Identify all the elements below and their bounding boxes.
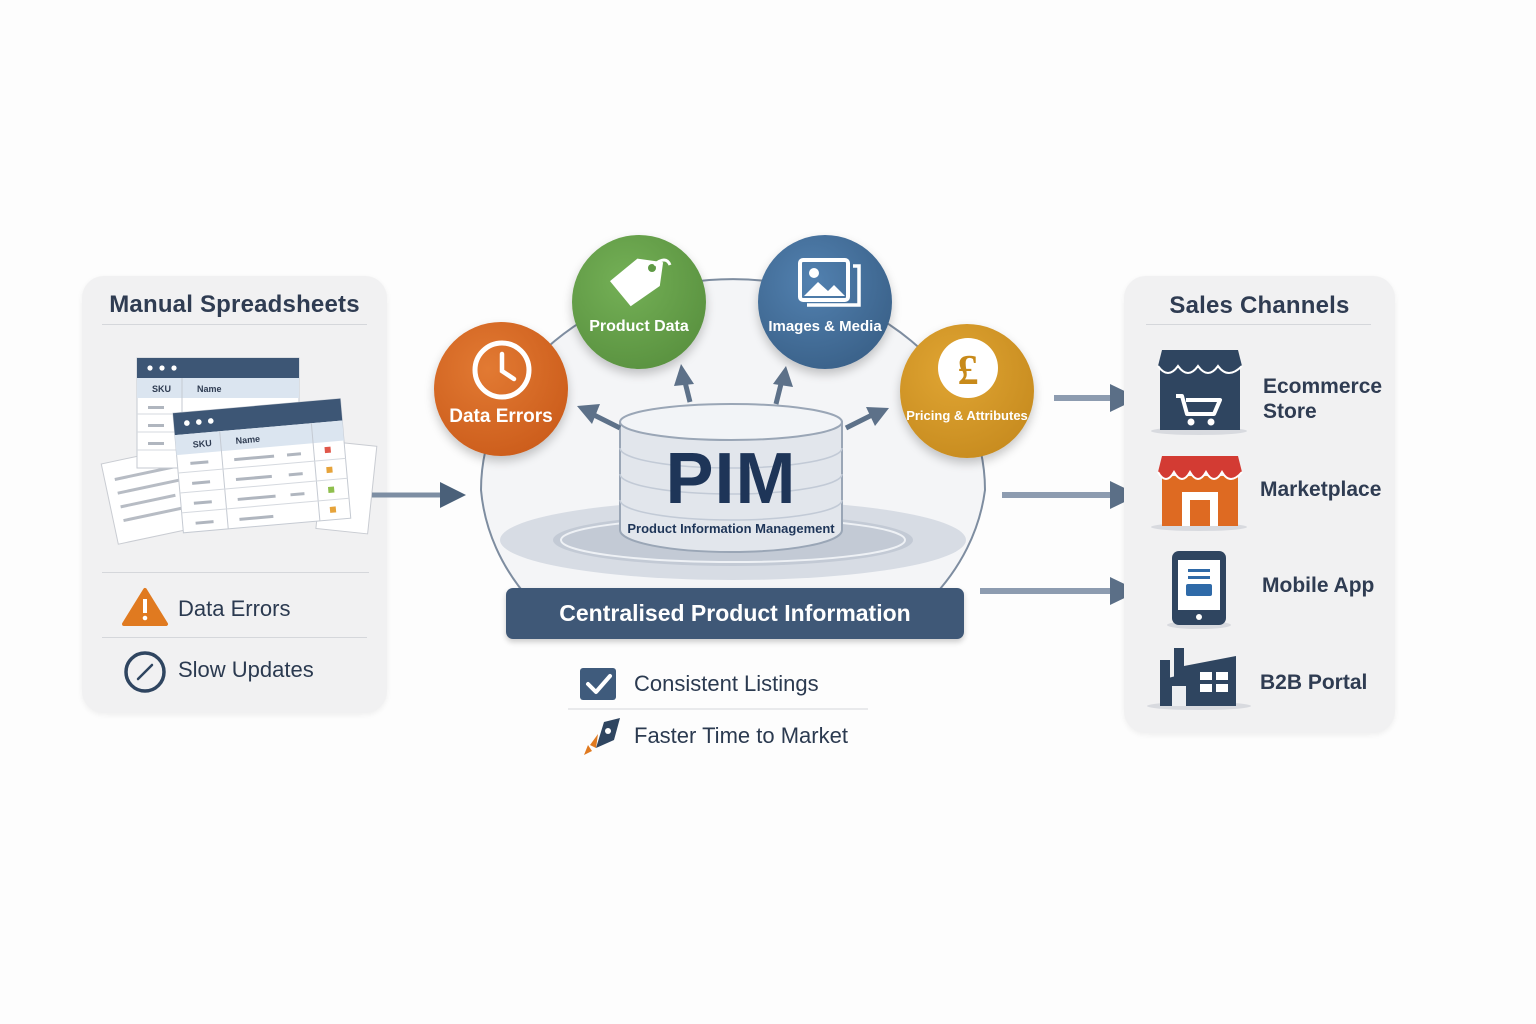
product-data-circle-label: Product Data	[589, 318, 689, 335]
spreadsheet-illustration: SKU Name SKU Name	[100, 357, 378, 545]
rocket-icon	[584, 718, 620, 755]
image-icon	[798, 258, 861, 307]
pricing-attributes-circle-label: Pricing & Attributes	[906, 408, 1028, 423]
images-media-circle: Images & Media	[758, 235, 892, 369]
spreadsheet-window-front: SKU Name	[172, 398, 352, 534]
channel-ecommerce-store: Ecommerce Store	[1263, 374, 1382, 424]
divider	[102, 324, 367, 325]
pim-output-arrows	[577, 364, 889, 431]
product-data-circle: Product Data	[572, 235, 706, 369]
ecommerce-store-icon	[1151, 350, 1247, 435]
mobile-phone-icon	[1167, 551, 1231, 629]
divider	[102, 572, 369, 573]
slow-updates-label: Slow Updates	[178, 657, 314, 682]
pim-database-cylinder	[619, 403, 843, 553]
divider	[1146, 324, 1371, 325]
data-errors-circle: Data Errors	[434, 322, 568, 456]
sku-column-header: SKU	[152, 384, 171, 394]
centralised-product-information-banner: Centralised Product Information	[506, 588, 964, 639]
checkbox-icon	[580, 668, 616, 700]
consistent-listings-label: Consistent Listings	[634, 671, 819, 696]
data-errors-label: Data Errors	[178, 596, 291, 621]
divider	[102, 637, 367, 638]
pricing-attributes-circle: £ Pricing & Attributes	[900, 324, 1034, 458]
channel-marketplace: Marketplace	[1260, 478, 1382, 501]
pim-title: PIM	[665, 439, 797, 519]
channel-mobile-app: Mobile App	[1262, 574, 1375, 597]
arrow-into-pim	[372, 482, 466, 508]
faster-time-to-market-label: Faster Time to Market	[634, 723, 848, 748]
pim-subtitle: Product Information Management	[627, 521, 835, 536]
name-column-header: Name	[197, 384, 222, 394]
images-media-circle-label: Images & Media	[768, 318, 882, 335]
manual-spreadsheets-panel: Manual Spreadsheets SKU	[82, 276, 387, 713]
sales-channels-title: Sales Channels	[1169, 292, 1350, 319]
channel-icons	[1147, 350, 1251, 710]
clock-icon	[472, 340, 532, 400]
data-errors-circle-label: Data Errors	[449, 406, 553, 427]
channel-b2b-portal: B2B Portal	[1260, 671, 1368, 694]
sku-column-header: SKU	[192, 438, 212, 450]
factory-icon	[1147, 648, 1251, 710]
tag-icon	[609, 258, 672, 307]
clock-icon	[124, 651, 166, 693]
warning-icon	[122, 588, 168, 626]
svg-text:£: £	[958, 348, 979, 394]
pound-icon: £	[938, 338, 998, 398]
channel-label-line1: Ecommerce	[1263, 375, 1383, 398]
marketplace-icon	[1151, 456, 1247, 531]
sales-channels-panel: Sales Channels	[1124, 276, 1395, 733]
name-column-header: Name	[235, 434, 260, 446]
channel-label-line2: Store	[1263, 400, 1317, 423]
manual-spreadsheets-title: Manual Spreadsheets	[109, 291, 360, 318]
